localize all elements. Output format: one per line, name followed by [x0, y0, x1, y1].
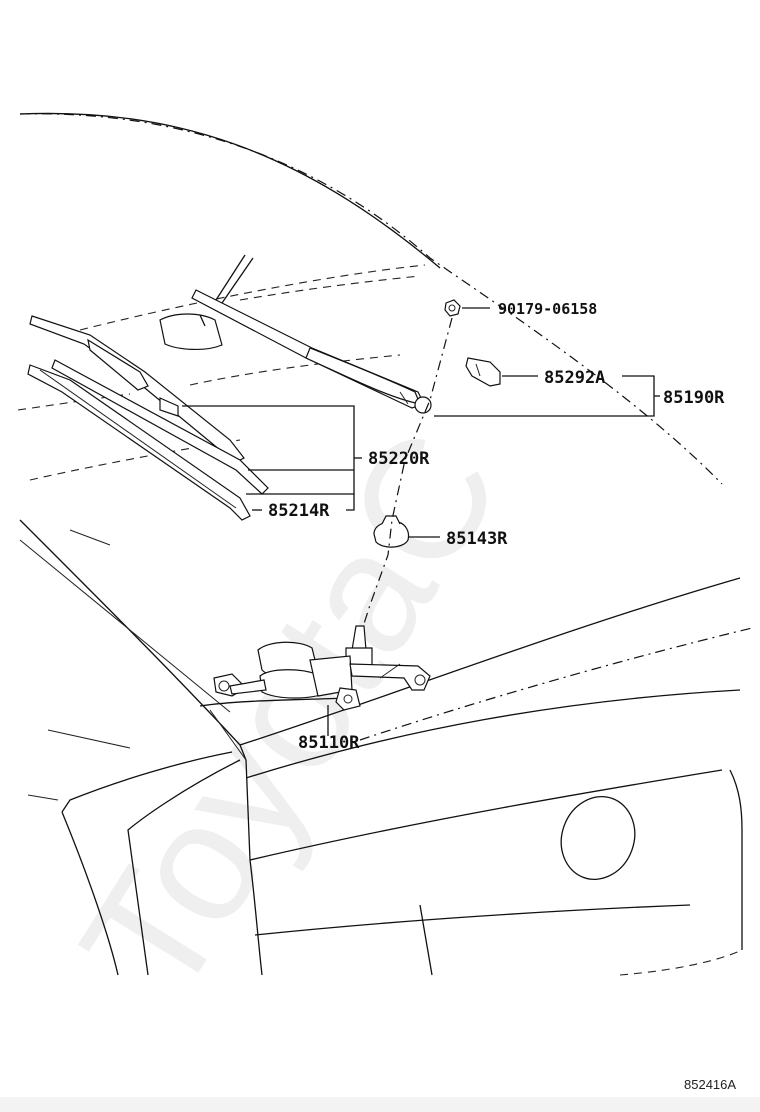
wiper-motor — [213, 625, 431, 711]
label-arm-cap: 85292A — [544, 368, 605, 388]
label-wiper-blade: 85220R — [368, 449, 430, 469]
nut-part — [444, 299, 461, 317]
label-nut: 90179-06158 — [498, 300, 597, 318]
label-blade-rubber: 85214R — [268, 501, 330, 521]
diagram-code: 852416A — [684, 1077, 736, 1092]
footer-strip — [0, 1097, 760, 1112]
wiper-blade — [27, 315, 269, 521]
wiper-arm — [159, 254, 432, 414]
arm-cap-part — [465, 357, 501, 387]
pivot-cap-part — [373, 515, 410, 548]
leader-lines — [182, 307, 660, 736]
car-body-outline — [17, 112, 753, 976]
label-wiper-arm: 85190R — [663, 388, 725, 408]
label-wiper-motor: 85110R — [298, 733, 360, 753]
label-pivot-cap: 85143R — [446, 529, 508, 549]
